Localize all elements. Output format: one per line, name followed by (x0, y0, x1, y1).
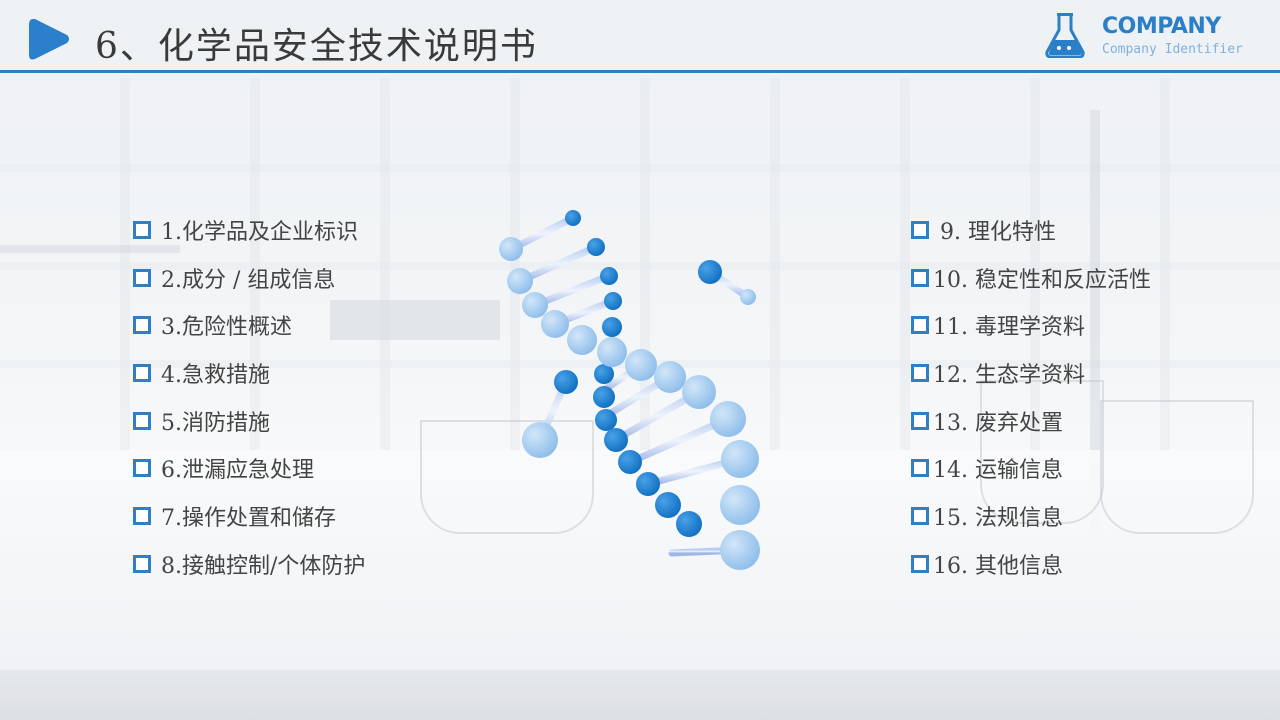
section-label: 2.成分 / 组成信息 (161, 267, 336, 293)
section-label: 6.泄漏应急处理 (161, 458, 314, 484)
section-label: 13. 废弃处置 (933, 410, 1063, 436)
list-item: 9. 理化特性 (911, 218, 1151, 245)
section-label: 15. 法规信息 (933, 506, 1063, 532)
section-label: 14. 运输信息 (933, 458, 1063, 484)
page-title: 6、化学品安全技术说明书 (95, 26, 538, 67)
list-item: 2.成分 / 组成信息 (133, 266, 365, 293)
list-item: 16. 其他信息 (911, 552, 1151, 579)
section-label: 3.危险性概述 (161, 315, 292, 341)
square-bullet-icon (133, 221, 151, 239)
list-item: 10. 稳定性和反应活性 (911, 266, 1151, 293)
flask-icon (1045, 13, 1085, 58)
section-label: 11. 毒理学资料 (933, 315, 1085, 341)
square-bullet-icon (911, 364, 929, 383)
square-bullet-icon (133, 507, 151, 526)
square-bullet-icon (911, 411, 929, 430)
list-item: 14. 运输信息 (911, 456, 1151, 483)
section-list-right: 9. 理化特性 10. 稳定性和反应活性 11. 毒理学资料 12. 生态学资料… (911, 218, 1151, 600)
section-label: 10. 稳定性和反应活性 (933, 267, 1151, 293)
square-bullet-icon (911, 507, 929, 526)
section-label: 4.急救措施 (161, 363, 270, 389)
background-bottom-band (0, 670, 1280, 720)
company-name: COMPANY (1102, 14, 1221, 39)
slide-header: 6、化学品安全技术说明书 COMPANY Company Identifier (0, 0, 1280, 74)
company-identifier: Company Identifier (1102, 42, 1243, 57)
square-bullet-icon (133, 459, 151, 478)
header-divider (0, 70, 1280, 73)
section-label: 5.消防措施 (161, 410, 270, 436)
section-label: 7.操作处置和储存 (161, 506, 336, 532)
section-label: 1.化学品及企业标识 (161, 220, 358, 245)
play-triangle-icon (29, 19, 69, 60)
list-item: 8.接触控制/个体防护 (133, 552, 365, 579)
list-item: 5.消防措施 (133, 409, 365, 436)
square-bullet-icon (133, 411, 151, 430)
section-label: 8.接触控制/个体防护 (161, 553, 366, 579)
company-logo: COMPANY Company Identifier (1040, 10, 1280, 62)
square-bullet-icon (133, 316, 151, 335)
square-bullet-icon (911, 268, 929, 287)
list-item: 15. 法规信息 (911, 504, 1151, 531)
section-label: 9. 理化特性 (933, 220, 1056, 245)
list-item: 1.化学品及企业标识 (133, 218, 365, 245)
list-item: 3.危险性概述 (133, 313, 365, 340)
list-item: 13. 废弃处置 (911, 409, 1151, 436)
list-item: 4.急救措施 (133, 361, 365, 388)
square-bullet-icon (133, 268, 151, 287)
square-bullet-icon (911, 554, 929, 573)
list-item: 7.操作处置和储存 (133, 504, 365, 531)
square-bullet-icon (133, 554, 151, 573)
section-label: 12. 生态学资料 (933, 363, 1085, 389)
square-bullet-icon (911, 316, 929, 335)
list-item: 6.泄漏应急处理 (133, 456, 365, 483)
list-item: 12. 生态学资料 (911, 361, 1151, 388)
section-list-left: 1.化学品及企业标识 2.成分 / 组成信息 3.危险性概述 4.急救措施 5.… (133, 218, 365, 600)
square-bullet-icon (911, 459, 929, 478)
section-label: 16. 其他信息 (933, 553, 1063, 579)
dna-helix-icon (499, 210, 760, 570)
square-bullet-icon (133, 364, 151, 383)
square-bullet-icon (911, 221, 929, 239)
list-item: 11. 毒理学资料 (911, 313, 1151, 340)
